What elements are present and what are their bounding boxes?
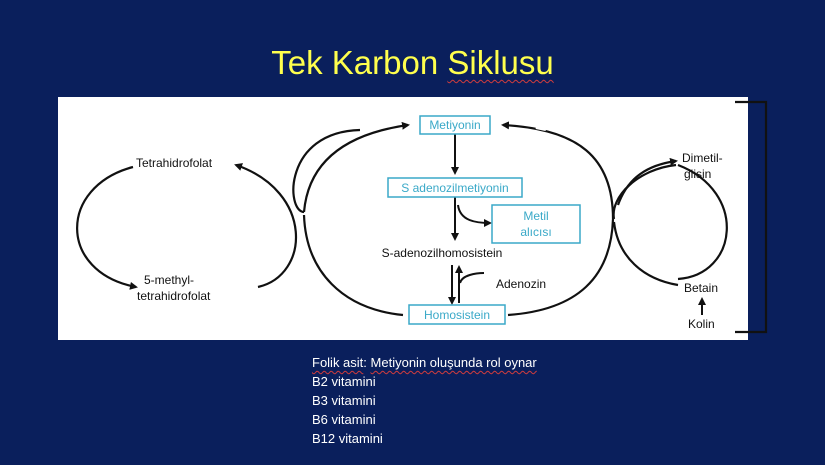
met-cycle-left-upper-arc <box>292 128 361 214</box>
vitamin-item: B2 vitamini <box>312 374 376 389</box>
met-cycle-left-lower-arc <box>302 214 404 317</box>
met-cycle-left-upper-arc-head <box>302 121 410 213</box>
methyl-tetrahidrofolat-line2: tetrahidrofolat <box>137 289 211 303</box>
methyl-branch-arrow <box>457 204 492 227</box>
kolin-label: Kolin <box>688 317 715 331</box>
vitamin-item: B3 vitamini <box>312 393 376 408</box>
slide-title: Tek Karbon Siklusu <box>0 44 825 82</box>
metiyonin-label: Metiyonin <box>429 118 480 132</box>
adenozin-branch <box>459 272 485 284</box>
betain-label: Betain <box>684 281 718 295</box>
notes-list: Folik asit: Metiyonin oluşunda rol oynar… <box>312 353 537 448</box>
met-cycle-right-upper-arc <box>501 121 615 220</box>
homosistein-box <box>408 304 506 325</box>
arc-break-2 <box>535 125 547 131</box>
s-adenozilmetiyonin-box <box>387 177 523 198</box>
glisin-label: glisin <box>684 167 711 181</box>
alicisi-label: alıcısı <box>520 225 551 239</box>
folate-cycle-left-arc <box>76 165 138 290</box>
folik-asit-description: Metiyonin oluşunda rol oynar <box>370 355 537 370</box>
methyl-tetrahidrofolat-line1: 5-methyl- <box>144 273 194 287</box>
s-adenozilhomosistein-label: S-adenozilhomosistein <box>382 246 503 260</box>
one-carbon-cycle-diagram: Metiyonin S adenozilmetiyonin Metil alıc… <box>76 115 728 331</box>
metiyonin-box <box>419 115 491 135</box>
vitamin-item: B6 vitamini <box>312 412 376 427</box>
metil-alicisi-box <box>491 204 581 244</box>
betaine-cycle-arc <box>677 163 728 281</box>
folate-cycle-right-arc <box>234 163 298 289</box>
betaine-lower-arc <box>612 221 679 287</box>
folik-asit-note: Folik asit: Metiyonin oluşunda rol oynar <box>312 353 537 372</box>
tetrahidrofolat-label: Tetrahidrofolat <box>136 156 213 170</box>
arc-break-1 <box>365 123 377 129</box>
title-text: Tek Karbon <box>271 44 448 81</box>
dimetil-label: Dimetil- <box>682 151 723 165</box>
met-cycle-right-lower-arc <box>507 218 615 317</box>
metil-label: Metil <box>523 209 548 223</box>
vitamin-item: B12 vitamini <box>312 431 383 446</box>
s-adenozilmetiyonin-label: S adenozilmetiyonin <box>401 181 508 195</box>
homosistein-label: Homosistein <box>424 308 490 322</box>
folik-asit-term: Folik asit <box>312 355 364 370</box>
folik-asit-separator: : <box>363 355 371 370</box>
title-text-underlined: Siklusu <box>447 44 554 81</box>
adenozin-label: Adenozin <box>496 277 546 291</box>
diagram-panel: Metiyonin S adenozilmetiyonin Metil alıc… <box>58 97 748 340</box>
betaine-to-dimetil-arrow <box>616 157 678 206</box>
